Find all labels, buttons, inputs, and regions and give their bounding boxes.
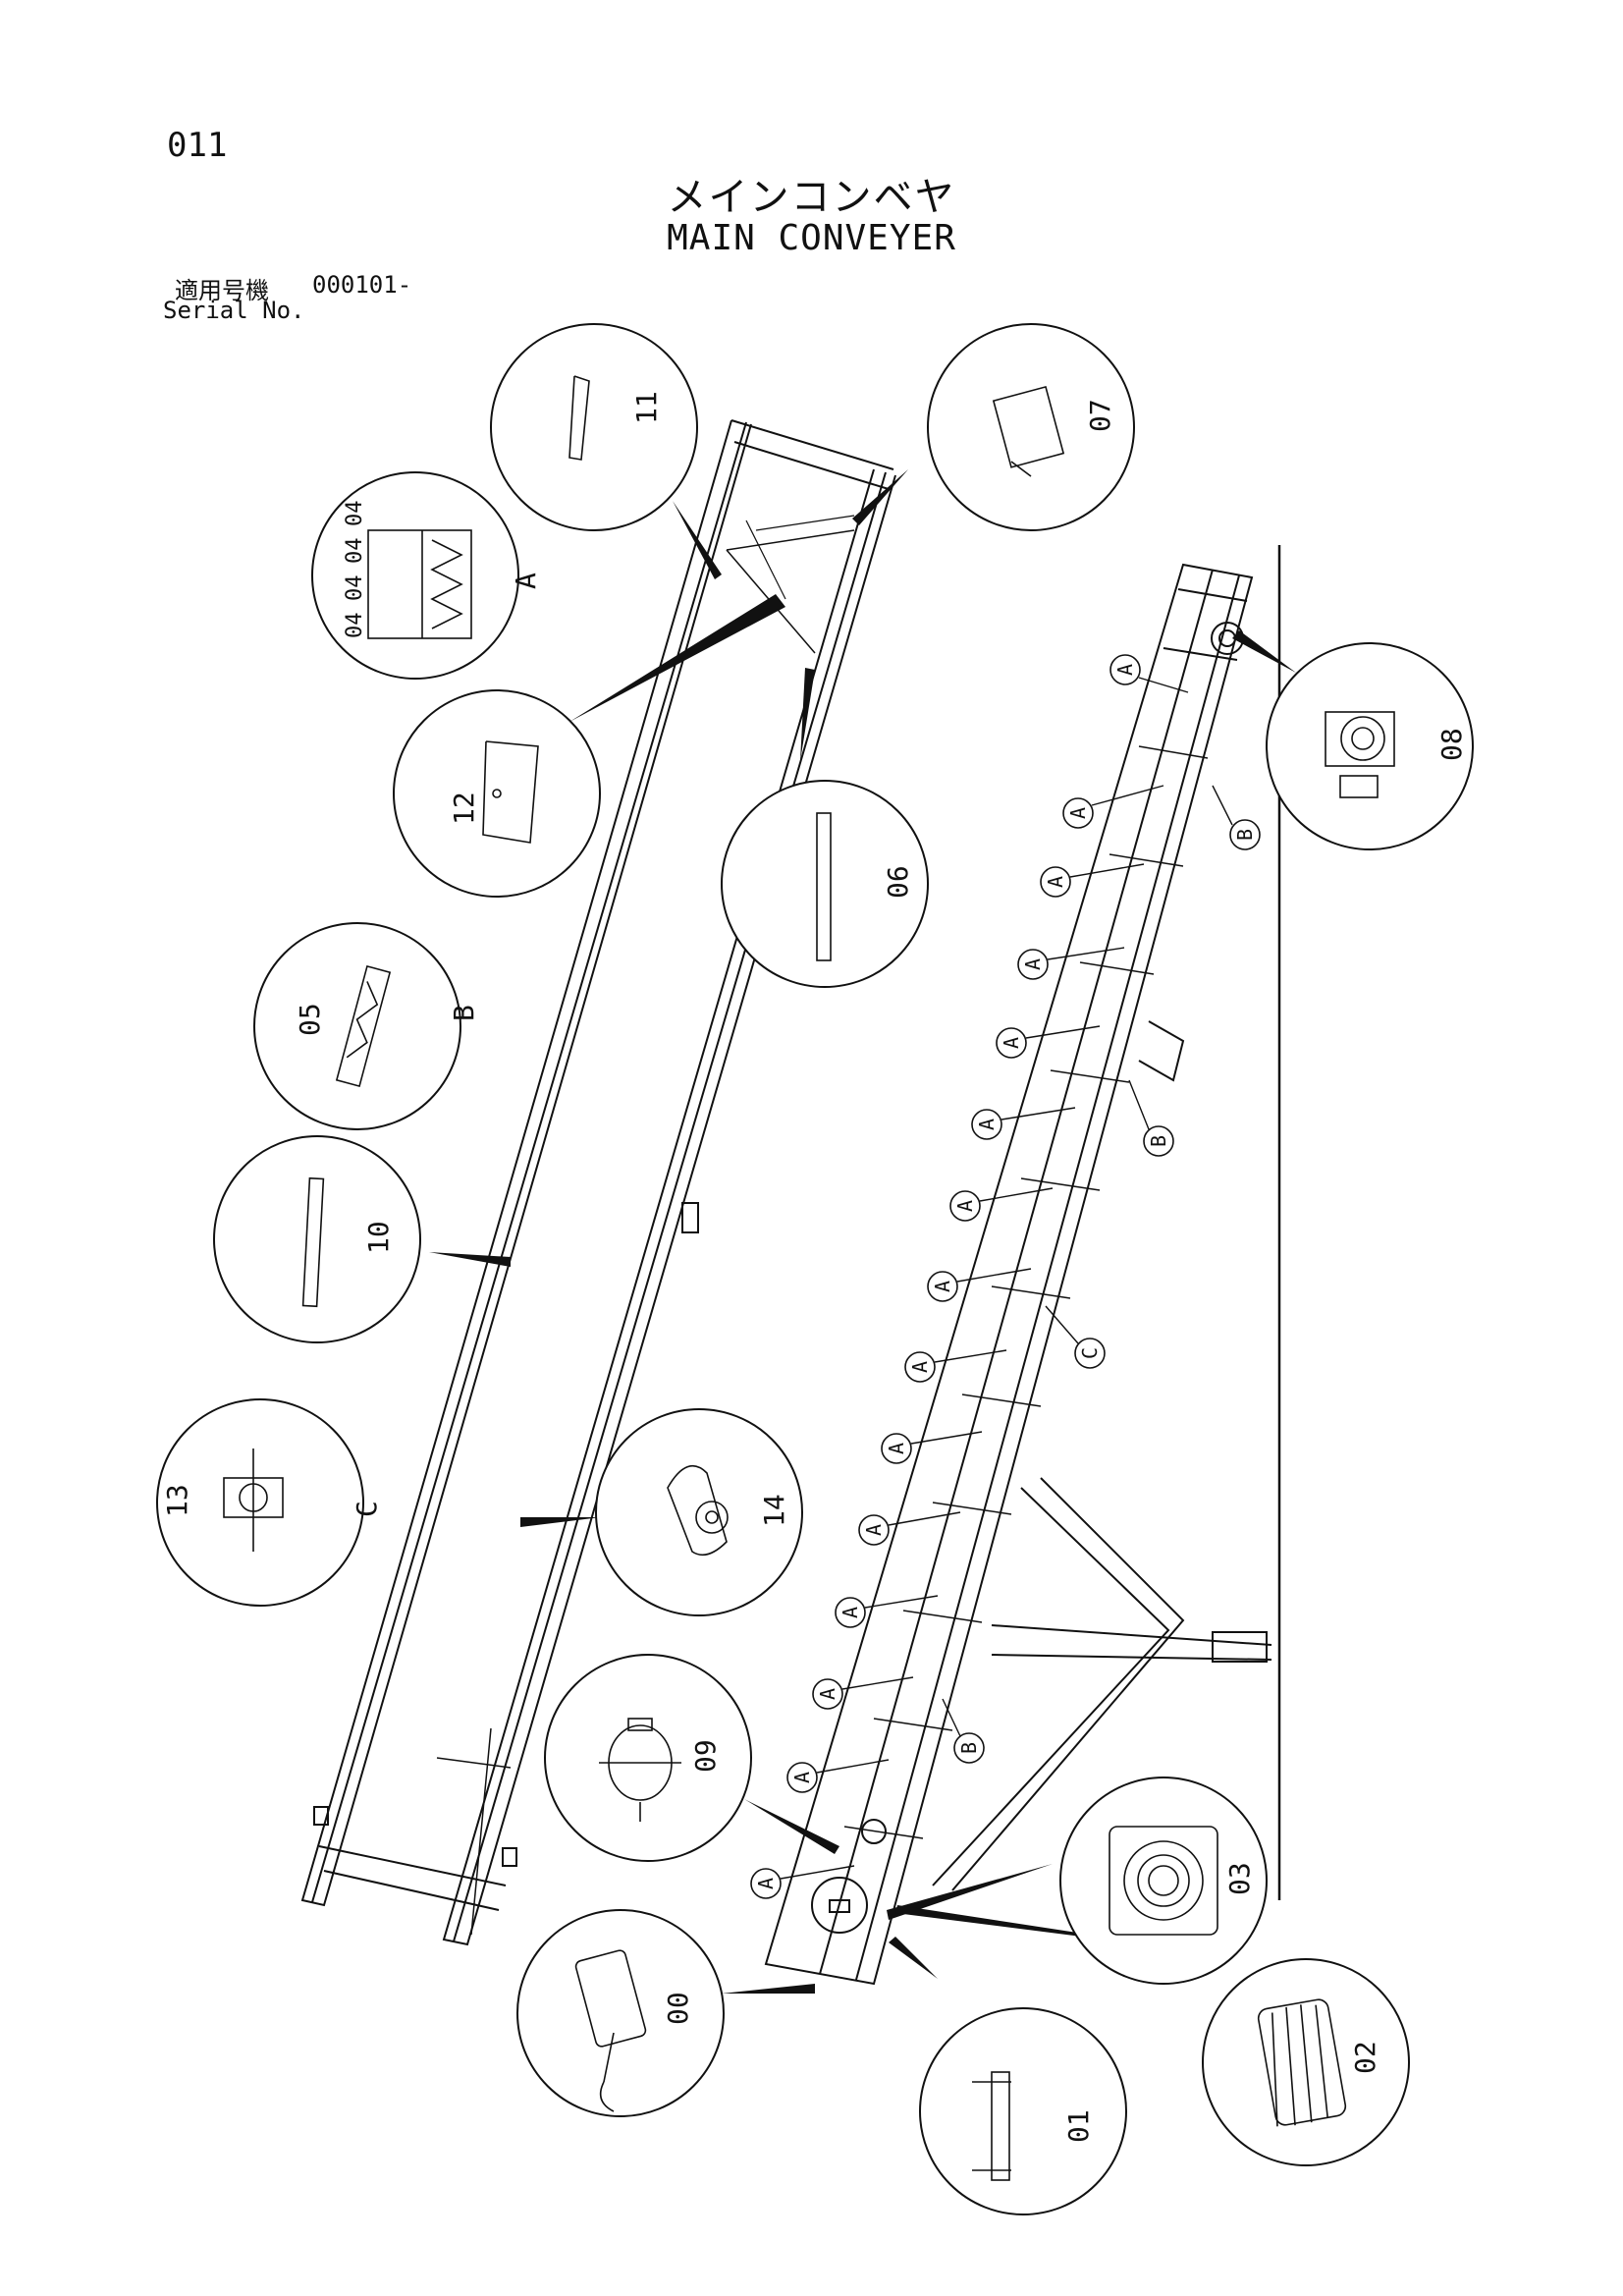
marker-A: A (1113, 664, 1137, 676)
callout-label-03: 03 (1223, 1862, 1256, 1895)
frame-cross-members (843, 745, 1209, 1839)
marker-A: A (885, 1443, 908, 1454)
callout-sublabel-13: 13 (161, 1484, 193, 1517)
marker-B: B (1233, 829, 1257, 841)
marker-C: C (1078, 1347, 1102, 1359)
callout-labels: 11 07 A 04 04 04 04 08 12 06 B 05 10 C 1… (161, 391, 1468, 2143)
marker-A: A (975, 1119, 999, 1130)
callout-circles (156, 323, 1474, 2215)
callout-marker-A: A (510, 573, 542, 589)
marker-A: A (953, 1200, 977, 1212)
marker-A: A (862, 1524, 886, 1536)
callout-part-sketches (223, 375, 1395, 2181)
marker-A: A (1000, 1037, 1023, 1049)
support-legs (932, 1477, 1272, 1891)
callout-marker-B: B (448, 1005, 480, 1021)
frame-marker-letters: A B A A A A B A A A C A A A A A B A A (754, 664, 1257, 1889)
callout-label-00: 00 (662, 1992, 694, 2025)
marker-A: A (931, 1281, 954, 1292)
callout-sublabel-04-a: 04 (343, 613, 367, 639)
marker-A: A (908, 1361, 932, 1373)
callout-label-09: 09 (689, 1739, 722, 1773)
serial-label-japanese: 適用号機 (175, 277, 269, 304)
marker-A: A (1044, 876, 1067, 888)
callout-sublabel-05: 05 (294, 1003, 326, 1036)
callout-label-11: 11 (630, 391, 663, 424)
page-title-english: MAIN CONVEYER (667, 218, 956, 258)
marker-A: A (790, 1772, 814, 1783)
marker-A: A (839, 1607, 862, 1618)
serial-label-english: Serial No. (163, 297, 305, 324)
callout-label-12: 12 (448, 792, 480, 825)
callout-sublabel-04-c: 04 (343, 538, 367, 565)
page-number: 011 (167, 126, 228, 165)
callout-label-06: 06 (882, 865, 914, 899)
marker-A: A (754, 1878, 778, 1889)
callout-marker-C: C (351, 1501, 383, 1517)
callout-label-01: 01 (1062, 2109, 1095, 2143)
serial-number-value: 000101- (312, 271, 412, 299)
callout-sublabel-04-b: 04 (343, 575, 367, 602)
callout-label-10: 10 (362, 1221, 395, 1254)
callout-label-14: 14 (758, 1494, 790, 1527)
callout-label-08: 08 (1435, 728, 1468, 761)
marker-A: A (816, 1688, 839, 1700)
marker-A: A (1021, 958, 1045, 970)
callout-label-02: 02 (1349, 2041, 1381, 2074)
callout-sublabel-04-d: 04 (343, 501, 367, 527)
marker-B: B (1147, 1135, 1170, 1147)
page-title-japanese: メインコンベヤ (667, 175, 956, 220)
belt-assembly (300, 419, 896, 1946)
frame-position-markers (750, 654, 1261, 1899)
callout-label-07: 07 (1084, 399, 1116, 432)
marker-A: A (1066, 807, 1090, 819)
marker-leaders (780, 677, 1233, 1880)
marker-B: B (957, 1742, 981, 1754)
